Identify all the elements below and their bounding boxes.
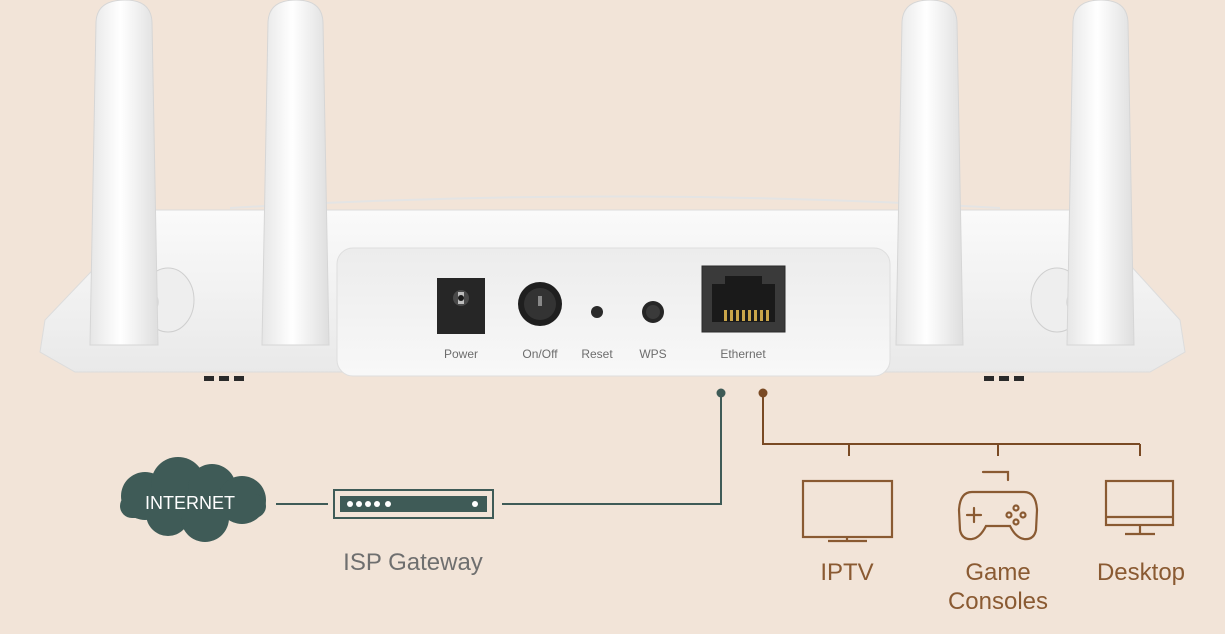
wan-connection: INTERNET ISP Gateway — [120, 388, 726, 576]
power-label: Power — [444, 347, 478, 361]
onoff-label: On/Off — [522, 347, 558, 361]
antenna-2 — [261, 0, 330, 346]
power-port — [437, 278, 485, 334]
antenna-1 — [89, 0, 159, 346]
game-label-line2: Consoles — [948, 588, 1048, 615]
antenna-4 — [1066, 0, 1135, 346]
router-feet — [204, 376, 1024, 381]
antenna-3 — [895, 0, 964, 346]
lan-line — [762, 393, 1140, 445]
onoff-button — [518, 282, 562, 326]
wps-button — [642, 301, 664, 323]
desktop-icon — [1104, 479, 1175, 536]
port-panel — [336, 247, 891, 377]
reset-label: Reset — [581, 347, 613, 361]
router-top-ridge — [229, 195, 1001, 209]
desktop-label: Desktop — [1097, 559, 1185, 586]
gamepad-icon — [957, 470, 1039, 541]
wan-line — [502, 393, 722, 505]
game-label-line1: Game — [965, 559, 1030, 586]
ethernet-port — [701, 265, 786, 333]
iptv-label: IPTV — [820, 559, 873, 586]
internet-label: INTERNET — [145, 493, 235, 513]
wps-label: WPS — [639, 347, 666, 361]
lan-connection: IPTV Game Consoles Desktop — [758, 388, 1185, 615]
internet-cloud-icon — [120, 457, 266, 542]
isp-gateway-icon — [333, 489, 494, 519]
reset-hole — [591, 306, 603, 318]
router: Power On/Off Reset WPS Ethernet — [39, 0, 1186, 381]
ethernet-label: Ethernet — [720, 347, 766, 361]
tv-icon — [801, 479, 894, 543]
isp-gateway-label: ISP Gateway — [343, 549, 483, 576]
